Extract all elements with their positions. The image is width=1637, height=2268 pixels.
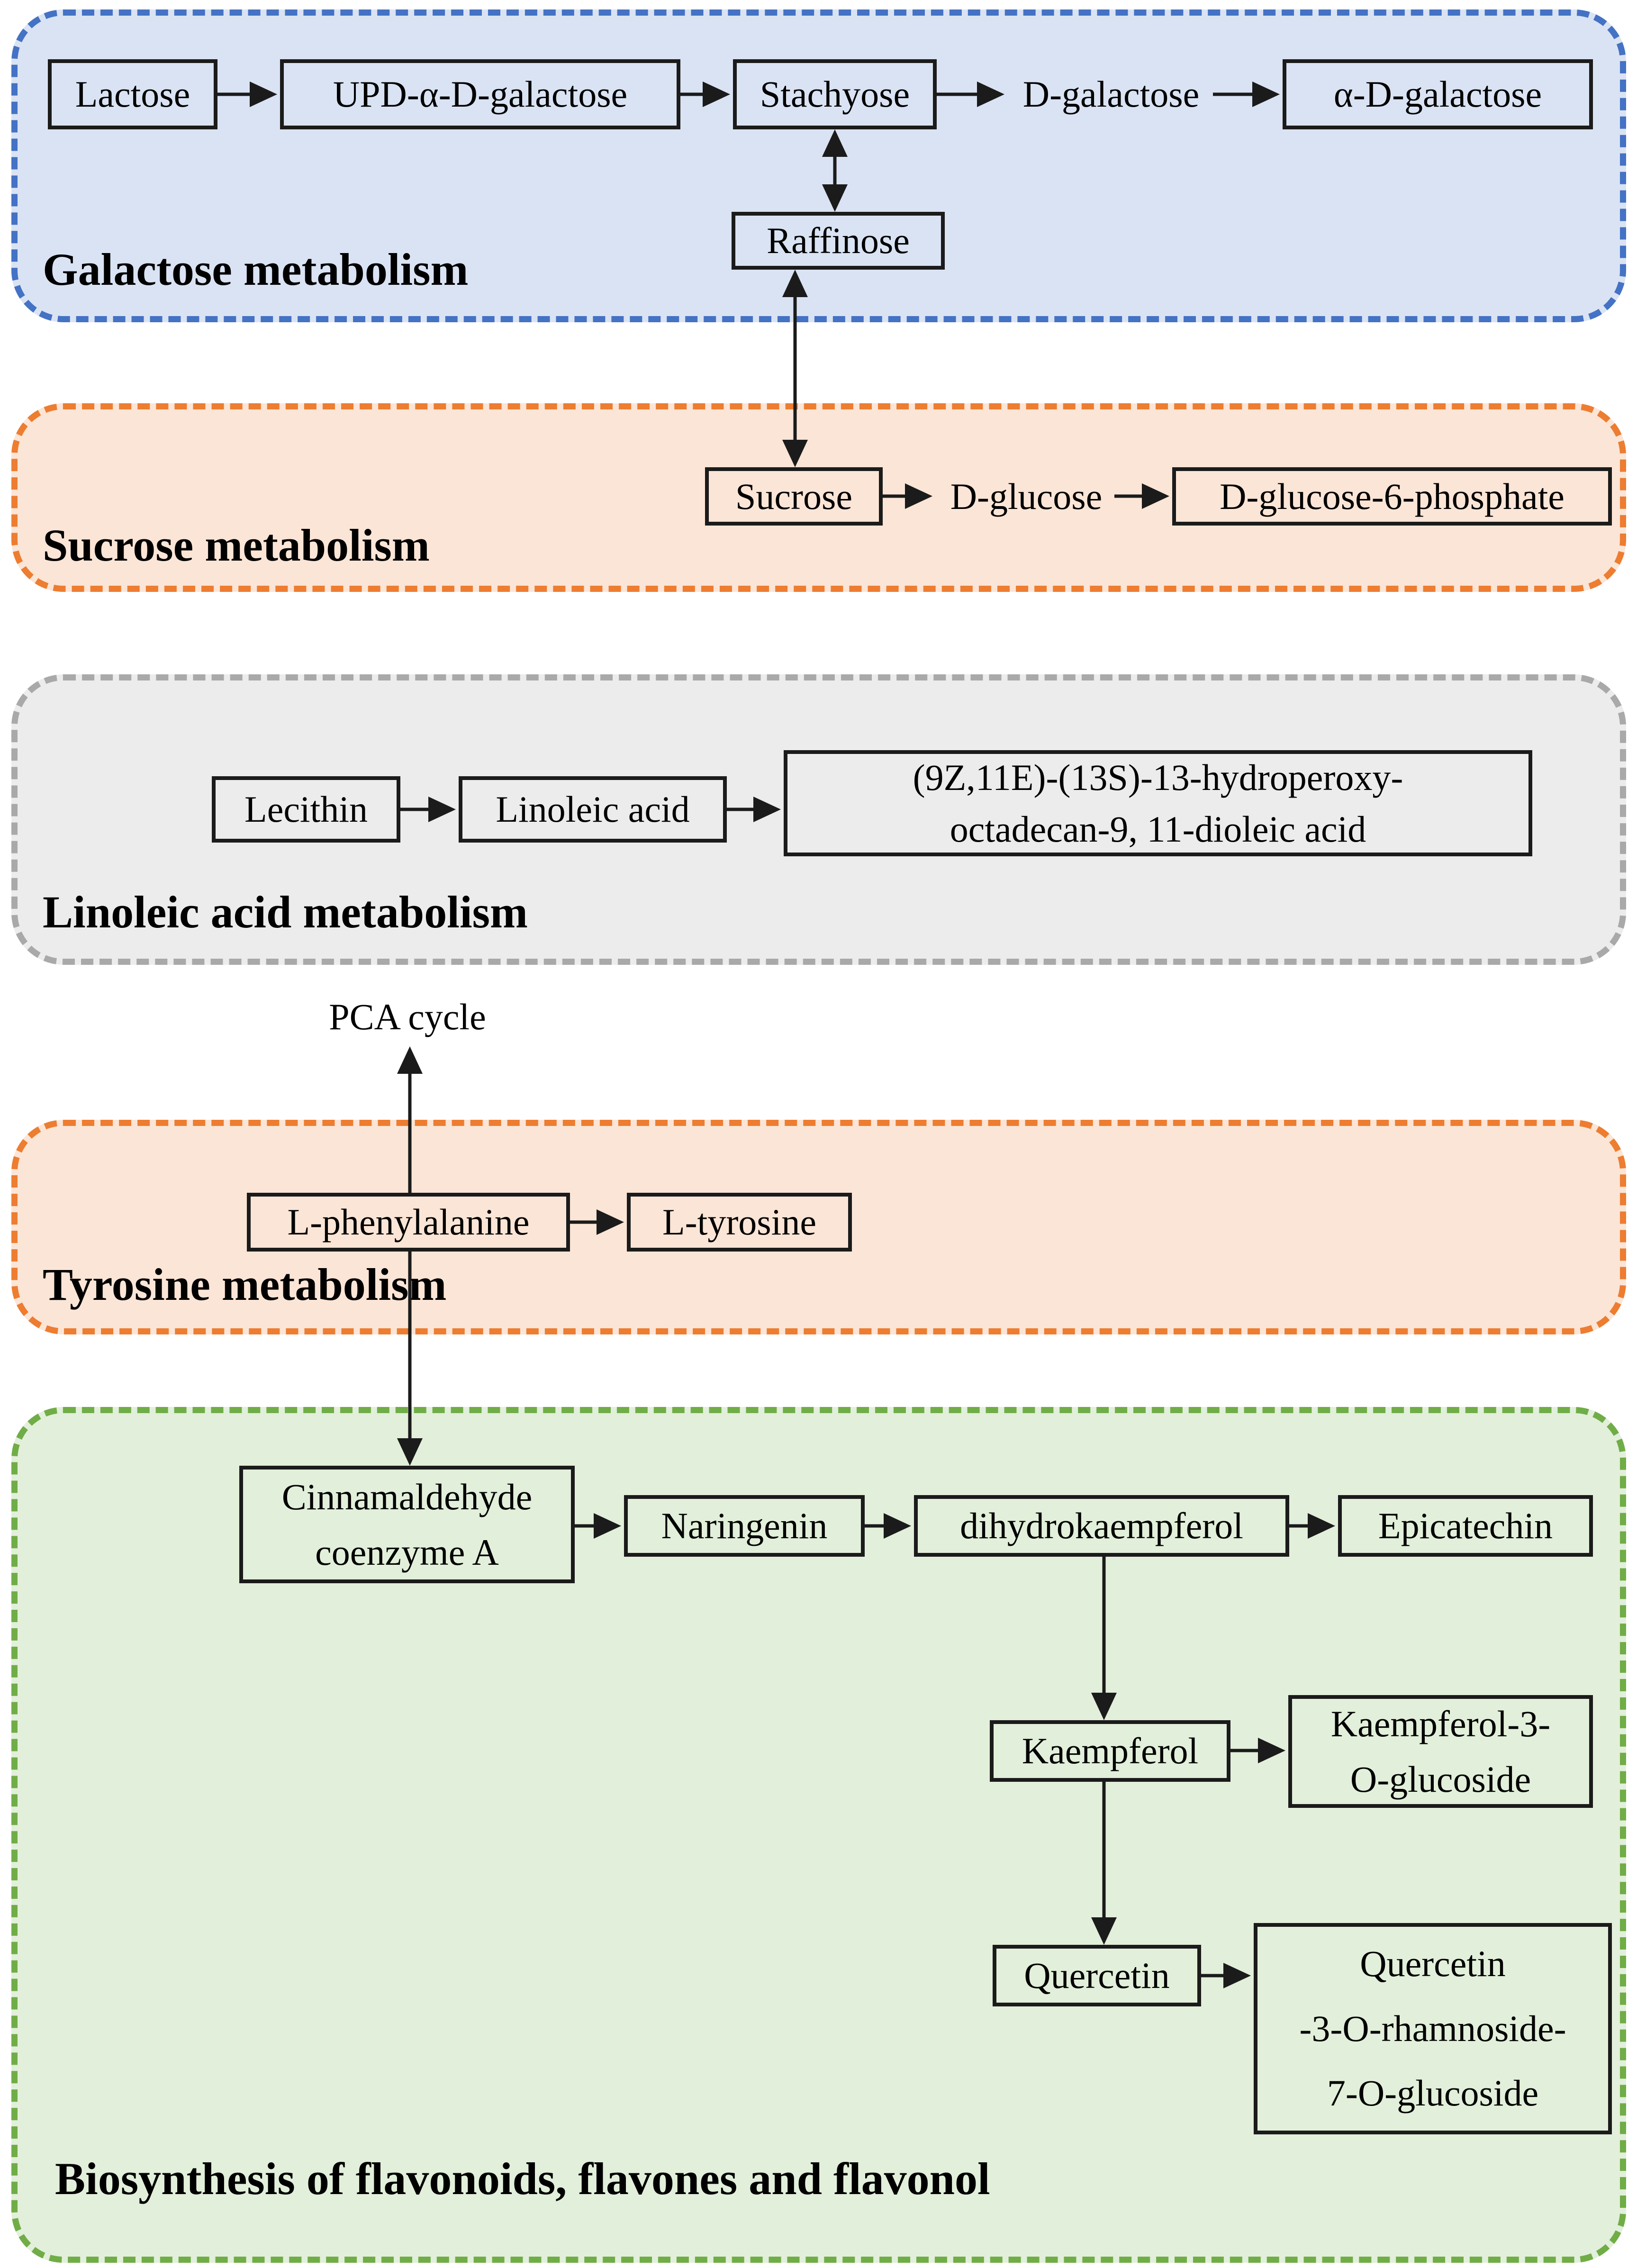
node-lecithin: Lecithin <box>212 776 400 843</box>
region-title-sucrose: Sucrose metabolism <box>43 520 430 571</box>
arrow-stachyose-to-d-galactose <box>937 82 1004 107</box>
node-linoleic-acid: Linoleic acid <box>459 776 727 843</box>
arrow-quercetin-to-q3o-glucoside <box>1201 1963 1251 1988</box>
arrow-d-galactose-to-alpha-d-galactose <box>1213 82 1280 107</box>
arrow-naringenin-to-dihydrokaempferol <box>865 1513 911 1539</box>
arrow-phenylalanine-to-tyrosine <box>570 1209 624 1235</box>
region-title-galactose: Galactose metabolism <box>43 244 469 295</box>
arrow-cinnamaldehyde-to-naringenin <box>575 1513 621 1539</box>
node-d-galactose: D-galactose <box>1022 73 1200 115</box>
node-dihydrokaempferol: dihydrokaempferol <box>914 1495 1289 1557</box>
arrow-d-glucose-to-phosphate <box>1114 483 1169 509</box>
arrow-dihydrokaempferol-to-kaempferol <box>1091 1557 1117 1720</box>
region-title-tyrosine: Tyrosine metabolism <box>43 1259 447 1310</box>
arrow-lactose-to-upd <box>217 82 277 107</box>
node-lactose: Lactose <box>48 59 217 129</box>
node-kaempferol: Kaempferol <box>990 1720 1230 1782</box>
node-alpha-d-galactose: α-D-galactose <box>1283 59 1593 129</box>
node-quercetin-3-o-rhamnoside-7-o-glucoside: Quercetin -3-O-rhamnoside- 7-O-glucoside <box>1254 1923 1612 2134</box>
node-d-glucose: D-glucose <box>950 475 1103 517</box>
arrow-linoleic-acid-to-hydroperoxy <box>727 797 781 822</box>
arrow-raffinose-sucrose-bidirectional <box>782 270 808 467</box>
node-sucrose: Sucrose <box>705 467 883 526</box>
arrow-pca-cycle-vertical <box>397 1046 423 1466</box>
region-title-linoleic: Linoleic acid metabolism <box>43 887 528 937</box>
node-cinnamaldehyde-coenzyme-a: Cinnamaldehyde coenzyme A <box>239 1466 575 1583</box>
arrow-upd-to-stachyose <box>680 82 730 107</box>
node-naringenin: Naringenin <box>624 1495 865 1557</box>
node-upd-alpha-d-galactose: UPD-α-D-galactose <box>280 59 680 129</box>
node-d-glucose-6-phosphate: D-glucose-6-phosphate <box>1172 467 1612 526</box>
arrow-dihydrokaempferol-to-epicatechin <box>1289 1513 1335 1539</box>
node-epicatechin: Epicatechin <box>1338 1495 1593 1557</box>
node-hydroperoxy-octadecan-dioleic-acid: (9Z,11E)-(13S)-13-hydroperoxy- octadecan… <box>784 750 1532 856</box>
arrow-sucrose-to-d-glucose <box>883 483 932 509</box>
node-pca-cycle: PCA cycle <box>329 996 486 1037</box>
node-stachyose: Stachyose <box>733 59 937 129</box>
node-raffinose: Raffinose <box>732 212 945 270</box>
arrow-kaempferol-to-quercetin <box>1091 1782 1117 1945</box>
region-title-flavonoid: Biosynthesis of flavonoids, flavones and… <box>55 2153 990 2204</box>
node-l-tyrosine: L-tyrosine <box>627 1193 852 1252</box>
node-kaempferol-3-o-glucoside: Kaempferol-3- O-glucoside <box>1288 1695 1593 1808</box>
arrow-lecithin-to-linoleic-acid <box>400 797 456 822</box>
arrow-stachyose-raffinose-bidirectional <box>822 129 848 212</box>
node-l-phenylalanine: L-phenylalanine <box>247 1193 570 1252</box>
arrow-kaempferol-to-k3o-glucoside <box>1230 1738 1285 1763</box>
node-quercetin: Quercetin <box>993 1945 1201 2006</box>
